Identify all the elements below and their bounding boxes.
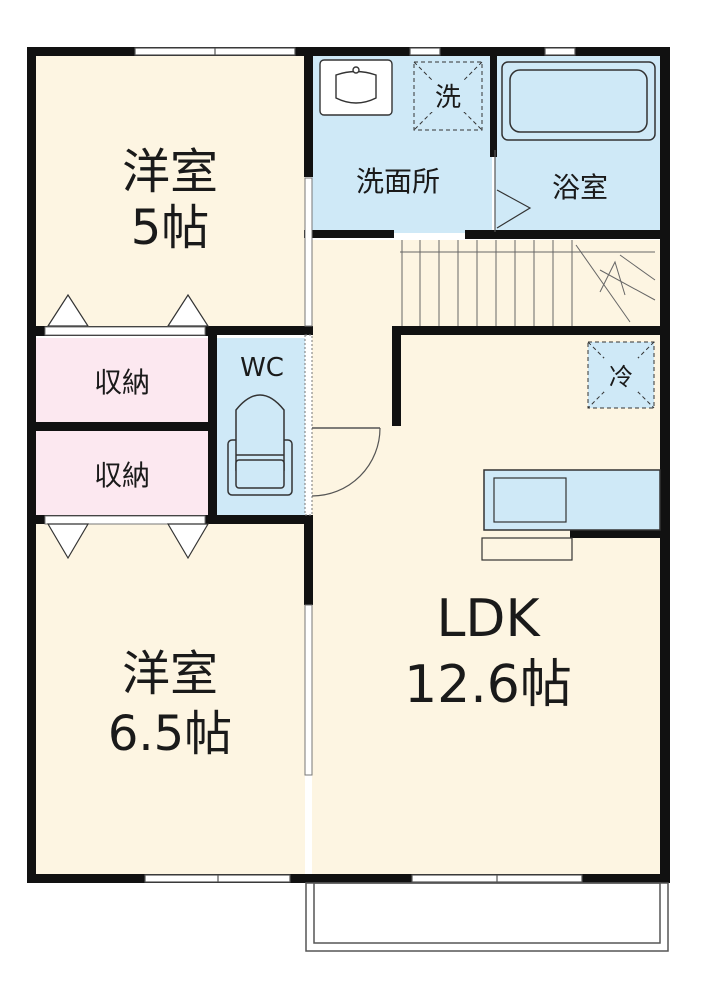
- storage-1-area: [35, 338, 210, 423]
- room-fills: [35, 55, 660, 875]
- closet-door-marks: [46, 293, 210, 560]
- wall-ldk-top: [392, 326, 670, 335]
- bathroom-name: 浴室: [552, 171, 608, 204]
- kitchen-counter: [481, 469, 661, 561]
- door-room1-sliding: [304, 177, 313, 327]
- balcony: [305, 882, 669, 952]
- wall-wash-bath-divider-low: [490, 147, 497, 157]
- ldk-area: [312, 335, 660, 875]
- wall-wc-bottom: [208, 515, 313, 524]
- wall-bath-bottom: [465, 230, 670, 239]
- washing-machine-icon: 洗: [413, 61, 483, 131]
- door-room2-sliding: [304, 604, 313, 776]
- wall-wash-bath-divider: [490, 47, 497, 147]
- western-room-2-name: 洋室: [122, 646, 218, 702]
- stairs-area: [397, 240, 660, 328]
- door-storage1-bottom: [44, 326, 206, 336]
- refrigerator-icon: 冷: [587, 341, 655, 409]
- toilet-icon: [227, 394, 293, 496]
- western-room-1-area: [35, 55, 305, 330]
- refrigerator-label: 冷: [609, 363, 633, 391]
- washing-machine-label: 洗: [435, 83, 461, 113]
- bathtub-icon: [501, 61, 656, 141]
- western-room-1-name: 洋室: [122, 144, 218, 200]
- toilet-name: WC: [240, 353, 284, 383]
- storage-2-area: [35, 430, 210, 518]
- window-bath-top: [544, 47, 576, 56]
- wall-left: [27, 47, 36, 883]
- room-labels: 洋室 5帖 収納 収納 洋室 6.5帖 洗面所 浴室 WC LDK 12.6帖: [94, 144, 608, 762]
- wall-storage-right: [208, 326, 217, 524]
- door-storage2-bottom: [44, 515, 206, 525]
- wall-bottom: [27, 874, 670, 883]
- western-room-1-size: 5帖: [131, 200, 210, 256]
- wc-door: [311, 427, 381, 497]
- storage-2-name: 収納: [94, 459, 150, 492]
- sliding-doors: [44, 177, 313, 776]
- door-wc-sliding: [304, 334, 313, 516]
- wash-basin-icon: [319, 59, 393, 116]
- wall-right: [660, 47, 670, 883]
- bath-door: [494, 150, 532, 232]
- wall-center-vertical-top: [304, 47, 313, 177]
- wall-top: [27, 47, 670, 56]
- washroom-name: 洗面所: [356, 165, 440, 198]
- windows: [134, 47, 583, 883]
- window-washroom-top: [409, 47, 441, 56]
- wall-hall-right: [392, 326, 401, 426]
- storage-1-name: 収納: [94, 366, 150, 399]
- wall-storage-mid: [27, 422, 212, 431]
- wall-wc-top: [208, 326, 313, 335]
- ldk-name: LDK: [436, 589, 541, 649]
- western-room-2-area: [35, 523, 305, 875]
- ldk-size: 12.6帖: [404, 655, 572, 715]
- wall-center-vertical-bottom: [304, 515, 313, 605]
- stairs: [400, 240, 656, 326]
- western-room-2-size: 6.5帖: [108, 706, 232, 762]
- wall-kitchen-counter: [570, 530, 660, 538]
- wall-washroom-bottom: [304, 230, 394, 238]
